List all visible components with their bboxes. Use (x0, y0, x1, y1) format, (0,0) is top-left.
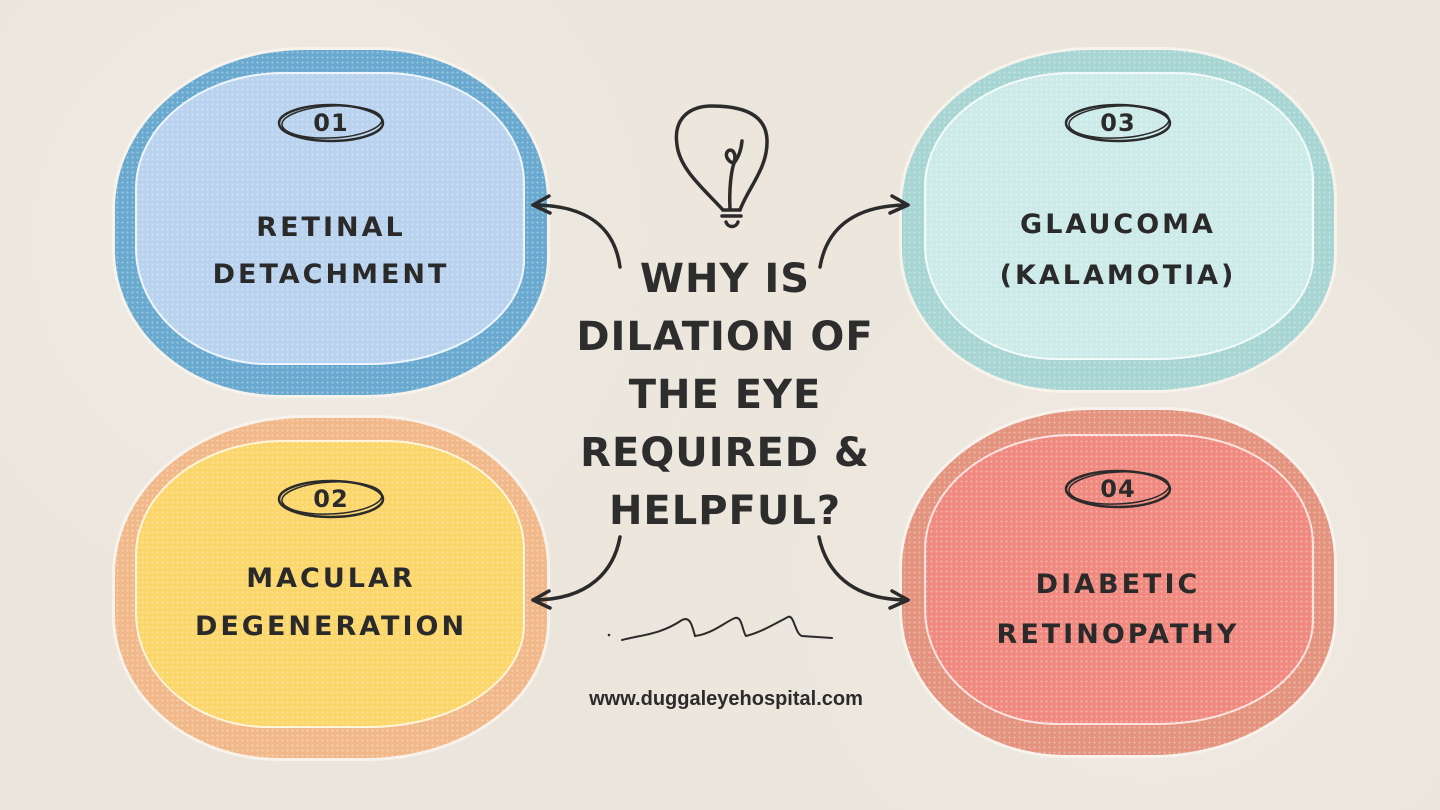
card-retinal-detachment: 01 RETINAL DETACHMENT (115, 50, 547, 395)
curved-arrow-icon (531, 535, 622, 610)
curved-arrow-icon (817, 535, 910, 610)
number-badge: 01 (276, 102, 386, 144)
hand-drawn-oval-icon (1064, 103, 1172, 143)
card-inner-fill (135, 440, 525, 728)
card-label-line2: DEGENERATION (194, 611, 468, 642)
hand-drawn-oval-icon (277, 103, 385, 143)
main-title: WHY IS DILATION OF THE EYE REQUIRED & HE… (575, 250, 875, 540)
hand-drawn-oval-icon (1064, 469, 1172, 509)
card-label-line2: DETACHMENT (212, 259, 450, 290)
card-label-line1: MACULAR (246, 563, 416, 594)
card-label-line2: RETINOPATHY (996, 619, 1240, 650)
lightbulb-icon (674, 104, 769, 229)
title-line: WHY IS (639, 256, 811, 302)
hand-drawn-oval-icon (277, 479, 385, 519)
card-diabetic-retinopathy: 04 DIABETIC RETINOPATHY (902, 410, 1334, 755)
card-glaucoma: 03 GLAUCOMA (KALAMOTIA) (902, 50, 1334, 390)
card-inner-fill (924, 72, 1314, 360)
card-inner-fill (924, 434, 1314, 725)
card-number: 01 (313, 109, 349, 137)
title-line: REQUIRED & (580, 430, 870, 476)
card-number: 04 (1100, 475, 1136, 503)
card-number: 02 (313, 485, 349, 513)
number-badge: 02 (276, 478, 386, 520)
title-line: HELPFUL? (608, 488, 842, 534)
curved-arrow-icon (531, 194, 622, 269)
card-number: 03 (1100, 109, 1136, 137)
card-label-line2: (KALAMOTIA) (999, 260, 1237, 291)
card-macular-degeneration: 02 MACULAR DEGENERATION (115, 418, 547, 758)
card-label-line1: DIABETIC (1035, 569, 1201, 600)
number-badge: 04 (1063, 468, 1173, 510)
title-line: DILATION OF (576, 314, 874, 360)
card-label-line1: RETINAL (256, 212, 406, 243)
title-line: THE EYE (628, 372, 822, 418)
wave-squiggle-icon (607, 615, 833, 641)
card-inner-fill (135, 72, 525, 365)
website-url: www.duggaleyehospital.com (589, 688, 863, 710)
number-badge: 03 (1063, 102, 1173, 144)
card-label-line1: GLAUCOMA (1020, 209, 1216, 240)
curved-arrow-icon (818, 194, 910, 269)
